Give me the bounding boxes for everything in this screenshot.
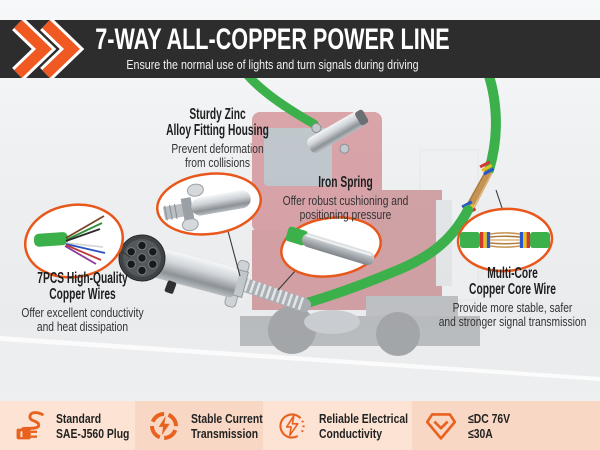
callout-multi-core: Multi-Core Copper Core Wire Provide more… (420, 266, 600, 329)
callout-body: Provide more stable, safer (452, 301, 573, 315)
callout-iron-spring: Iron Spring Offer robust cushioning and … (258, 175, 433, 222)
callout-body: Offer robust cushioning and (282, 194, 409, 208)
callout-heading: Multi-Core (487, 265, 538, 282)
callout-zinc-housing: Sturdy Zinc Alloy Fitting Housing Preven… (130, 107, 305, 170)
page-subtitle: Ensure the normal use of lights and turn… (126, 57, 419, 72)
callout-pointer-lines (119, 189, 504, 291)
plug-barrel (144, 246, 240, 298)
callout-heading: Sturdy Zinc (189, 106, 246, 123)
page-title: 7-WAY ALL-COPPER POWER LINE (95, 23, 450, 56)
callout-body: positioning pressure (299, 207, 392, 222)
spring-guard (235, 277, 311, 312)
callout-heading: Copper Core Wire (469, 281, 556, 298)
callout-body: Offer excellent conductivity (21, 306, 144, 320)
stable-current-icon (150, 411, 178, 440)
feature-label: Reliable Electrical (319, 410, 409, 426)
callout-body: and stronger signal transmission (438, 314, 587, 329)
callout-body: from collisions (185, 155, 250, 170)
floor-highlight (0, 336, 600, 381)
feature-stable-current: Stable Current Transmission (135, 401, 263, 450)
callout-heading: Copper Wires (49, 286, 116, 303)
callout-circle-multi-core (456, 207, 554, 273)
double-chevron-icon (12, 20, 85, 78)
callout-heading: Alloy Fitting Housing (166, 122, 269, 139)
header-banner: 7-WAY ALL-COPPER POWER LINE Ensure the n… (0, 20, 600, 78)
callout-body: and heat dissipation (36, 319, 129, 334)
feature-label: Standard (56, 410, 102, 426)
feature-conductivity: Reliable Electrical Conductivity (263, 401, 412, 450)
plug-face (118, 234, 177, 294)
callout-circle-zinc-housing (156, 172, 262, 236)
header-text: 7-WAY ALL-COPPER POWER LINE Ensure the n… (0, 20, 545, 78)
rating-icon (425, 412, 457, 440)
callout-heading: Iron Spring (318, 174, 373, 191)
feature-plug: Standard SAE-J560 Plug (0, 401, 135, 450)
top-plug (307, 109, 369, 154)
cable-lower-arc (299, 205, 473, 309)
callout-circle-copper-wires (23, 203, 125, 279)
feature-label: Conductivity (319, 425, 382, 441)
feature-bar: Standard SAE-J560 Plug Stable Current Tr… (0, 401, 600, 450)
feature-rating: ≤DC 76V ≤30A (412, 401, 600, 450)
conductivity-icon (279, 412, 305, 439)
callout-circle-iron-spring (280, 216, 382, 278)
plug-icon (16, 410, 44, 439)
feature-label: Stable Current (191, 410, 263, 426)
feature-label: ≤DC 76V (468, 410, 511, 426)
feature-label: ≤30A (468, 425, 493, 441)
feature-label: Transmission (191, 425, 259, 441)
feature-label: SAE-J560 Plug (56, 425, 130, 441)
callout-heading: 7PCS High-Quality (37, 270, 128, 287)
callout-copper-wires: 7PCS High-Quality Copper Wires Offer exc… (0, 271, 170, 334)
callout-body: Prevent deformation (171, 142, 264, 156)
